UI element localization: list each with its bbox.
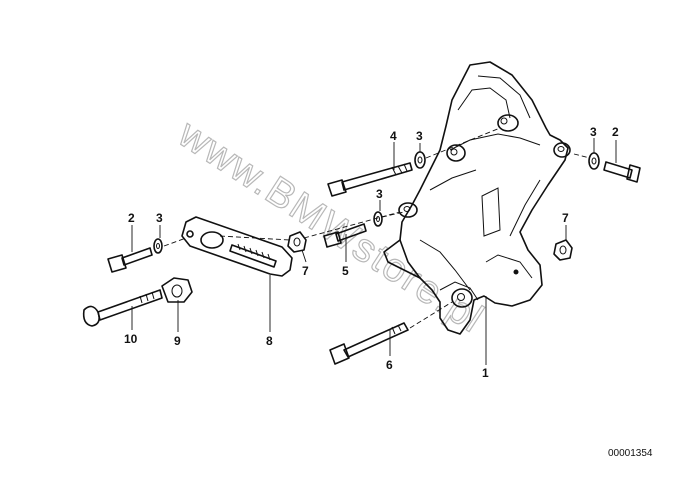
- assembly-lines: [163, 127, 591, 329]
- callout-3-right: 3: [590, 125, 597, 139]
- callout-3-left: 3: [156, 211, 163, 225]
- hex-nut: [161, 277, 193, 303]
- watermark: www.BMWstore.pl: [169, 111, 492, 343]
- nut-right: [553, 239, 573, 261]
- main-bracket: [383, 61, 571, 335]
- callout-7-left: 7: [302, 264, 309, 278]
- callout-8: 8: [266, 334, 273, 348]
- callout-10: 10: [124, 332, 138, 346]
- nut-left: [287, 231, 307, 253]
- bolt-right: [603, 161, 641, 183]
- short-bolt: [323, 223, 367, 248]
- callout-7-right: 7: [562, 211, 569, 225]
- callout-6: 6: [386, 358, 393, 372]
- bolt-left: [107, 247, 153, 273]
- washer-upper: [414, 151, 426, 169]
- watermark-text: www.BMWstore.pl: [170, 111, 492, 342]
- callout-3-middle: 3: [376, 187, 383, 201]
- washer-left: [153, 238, 163, 254]
- lower-long-bolt: [329, 322, 409, 365]
- carriage-bolt: [82, 289, 163, 327]
- washer-right: [588, 152, 600, 170]
- callout-5: 5: [342, 264, 349, 278]
- callout-3-upper: 3: [416, 129, 423, 143]
- callout-9: 9: [174, 334, 181, 348]
- long-bolt: [327, 162, 413, 197]
- callouts: 1 2 3 4 3 3 5 6 7 7 2 3 8 9 10: [124, 125, 619, 380]
- callout-2-left: 2: [128, 211, 135, 225]
- diagram-id-number: 00001354: [608, 448, 653, 459]
- callout-4: 4: [390, 129, 397, 143]
- callout-2-right: 2: [612, 125, 619, 139]
- callout-1: 1: [482, 366, 489, 380]
- leader-lines: [131, 138, 617, 365]
- adjusting-strap: [181, 216, 293, 277]
